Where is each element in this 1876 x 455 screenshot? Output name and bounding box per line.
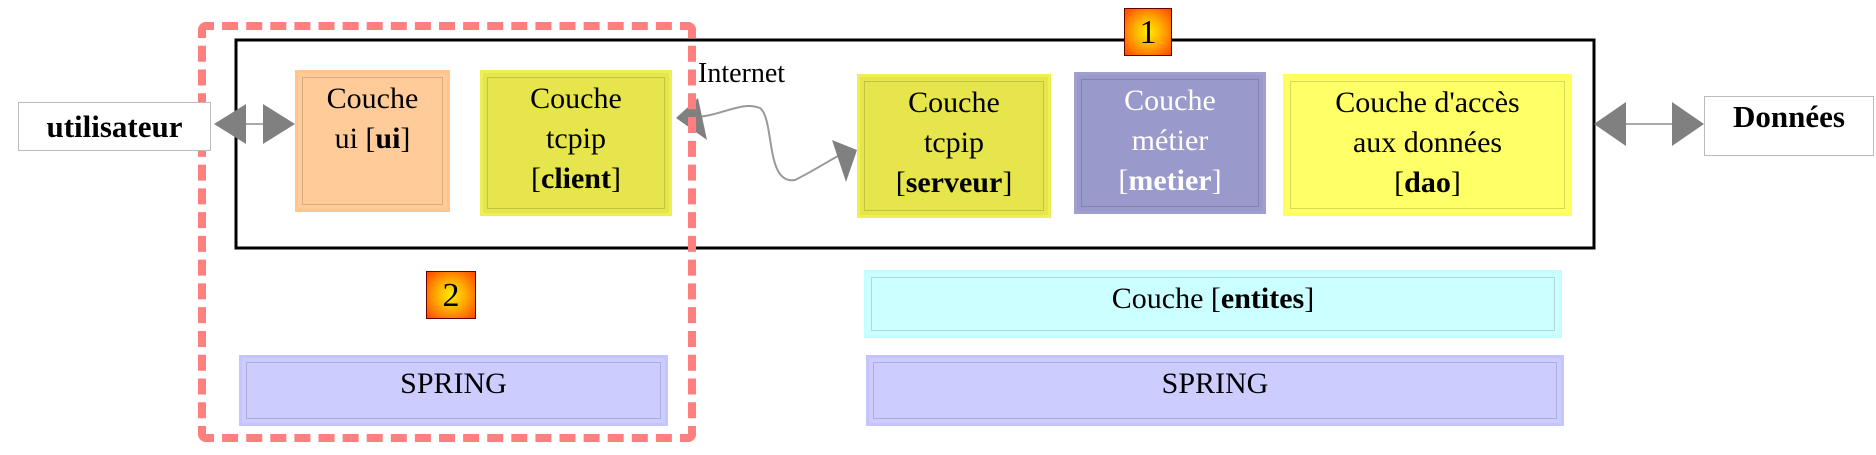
layer-tcpip-client-title: Couche bbox=[530, 82, 622, 115]
layer-tcpip-server-sub: tcpip bbox=[924, 126, 984, 159]
layer-metier-sub: métier bbox=[1131, 124, 1209, 157]
layer-metier: Couche métier [metier] bbox=[1074, 72, 1266, 214]
layer-ui-name: ui [ui] bbox=[334, 122, 411, 155]
data-box: Données bbox=[1704, 96, 1874, 156]
layer-tcpip-server-title: Couche bbox=[908, 86, 1000, 119]
dao-data-arrow bbox=[1594, 102, 1704, 146]
layer-tcpip-client-name: [client] bbox=[531, 162, 621, 195]
layer-dao-sub: aux données bbox=[1352, 126, 1503, 159]
layer-metier-name: [metier] bbox=[1118, 164, 1222, 197]
layer-entites: Couche [entites] bbox=[864, 270, 1562, 338]
user-ui-arrow bbox=[214, 104, 295, 144]
layer-metier-title: Couche bbox=[1124, 84, 1216, 117]
layer-dao-title: Couche d'accès bbox=[1335, 86, 1520, 119]
layer-tcpip-client: Couche tcpip [client] bbox=[480, 70, 672, 216]
layer-tcpip-server: Couche tcpip [serveur] bbox=[857, 74, 1051, 218]
internet-label: Internet bbox=[698, 58, 786, 89]
server-boundary bbox=[234, 38, 1596, 250]
layer-dao: Couche d'accès aux données [dao] bbox=[1283, 74, 1572, 216]
spring-right: SPRING bbox=[866, 355, 1564, 426]
badge-2: 2 bbox=[426, 271, 476, 319]
layer-ui: Couche ui [ui] bbox=[295, 70, 450, 212]
layer-tcpip-client-sub: tcpip bbox=[546, 122, 606, 155]
user-box: utilisateur bbox=[18, 102, 211, 151]
spring-left: SPRING bbox=[239, 355, 668, 426]
badge-1: 1 bbox=[1124, 8, 1172, 56]
internet-link bbox=[676, 98, 857, 182]
layer-tcpip-server-name: [serveur] bbox=[895, 166, 1013, 199]
layer-dao-name: [dao] bbox=[1394, 166, 1461, 199]
client-dotted-boundary bbox=[198, 22, 696, 442]
layer-ui-title: Couche bbox=[326, 82, 419, 115]
